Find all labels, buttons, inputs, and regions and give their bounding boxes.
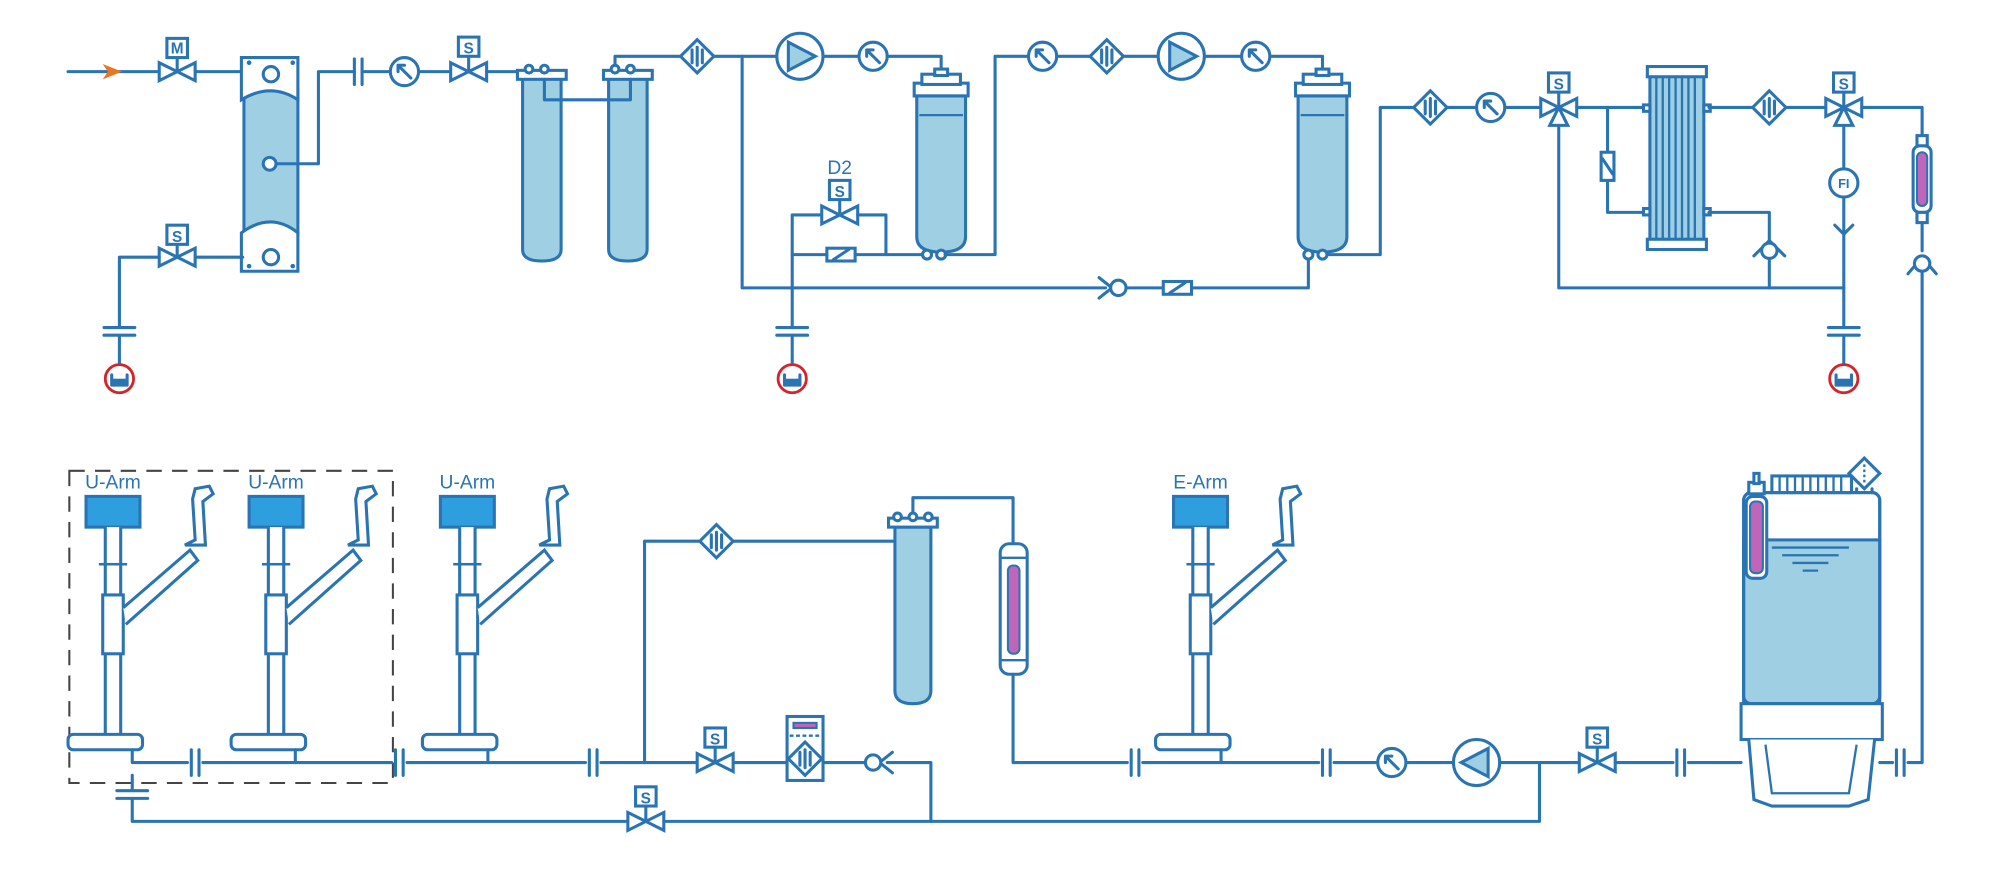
svg-text:S: S: [710, 732, 720, 749]
edi-module: [1641, 64, 1712, 252]
cartridge-pair: [515, 54, 683, 263]
svg-text:S: S: [1592, 732, 1602, 749]
svg-text:S: S: [1839, 77, 1849, 94]
final-filter-unit: [785, 714, 825, 782]
u-arm-dispenser-3: [420, 484, 570, 752]
u-arm-group-box: [68, 469, 394, 785]
u-arm-1-label: U-Arm: [85, 473, 141, 494]
drain-icon-2: [776, 363, 808, 395]
three-way-valve-2: S: [1824, 71, 1864, 127]
svg-text:S: S: [1554, 77, 1564, 94]
u-arm-dispenser-1: [66, 484, 215, 752]
top-row: M S S: [66, 31, 1938, 765]
u-arm-3-label: U-Arm: [440, 473, 496, 494]
solenoid-valve-outlet: S: [1577, 726, 1617, 774]
flow-indicator-label: FI: [1838, 176, 1849, 191]
cartridge-1: [912, 67, 970, 261]
storage-tank: [1739, 455, 1884, 808]
svg-text:S: S: [641, 790, 651, 807]
solenoid-valve-2: S: [695, 726, 735, 774]
solenoid-valve-reject: S: [157, 223, 197, 268]
u-arm-2-label: U-Arm: [248, 473, 304, 494]
distribution-pump: [1451, 737, 1502, 788]
drain-icon-1: [103, 363, 136, 395]
motor-valve-label: M: [171, 41, 184, 58]
e-arm-label: E-Arm: [1173, 473, 1228, 494]
flow-indicator: FI: [1828, 167, 1860, 199]
solenoid-valve-1: S: [449, 35, 489, 83]
svg-text:S: S: [172, 229, 182, 246]
inlet-arrow-icon: [102, 63, 122, 80]
valve-d2: S D2: [820, 158, 860, 226]
three-way-valve-1: S: [1539, 71, 1579, 127]
svg-text:S: S: [464, 41, 474, 58]
svg-text:S: S: [835, 184, 845, 201]
motor-valve: M: [157, 36, 197, 83]
solenoid-valve-return: S: [626, 785, 666, 832]
cartridge-2: [1293, 67, 1351, 261]
uv-lamp-1: [1911, 134, 1933, 225]
drain-icon-3: [1828, 363, 1860, 395]
valve-d2-label: D2: [827, 158, 852, 179]
e-arm-dispenser: [1154, 484, 1303, 752]
ro-module: [239, 56, 300, 273]
uv-lamp-2: [998, 542, 1029, 676]
check-valve-edi: [1752, 238, 1787, 260]
pump-2: [1156, 31, 1206, 81]
bottom-row: U-Arm U-Arm U-Arm E-Arm S: [66, 455, 1906, 832]
pump-1: [775, 31, 825, 81]
check-valve-return: [1906, 254, 1938, 276]
u-arm-dispenser-2: [229, 484, 378, 752]
polishing-cartridge: [886, 511, 939, 706]
